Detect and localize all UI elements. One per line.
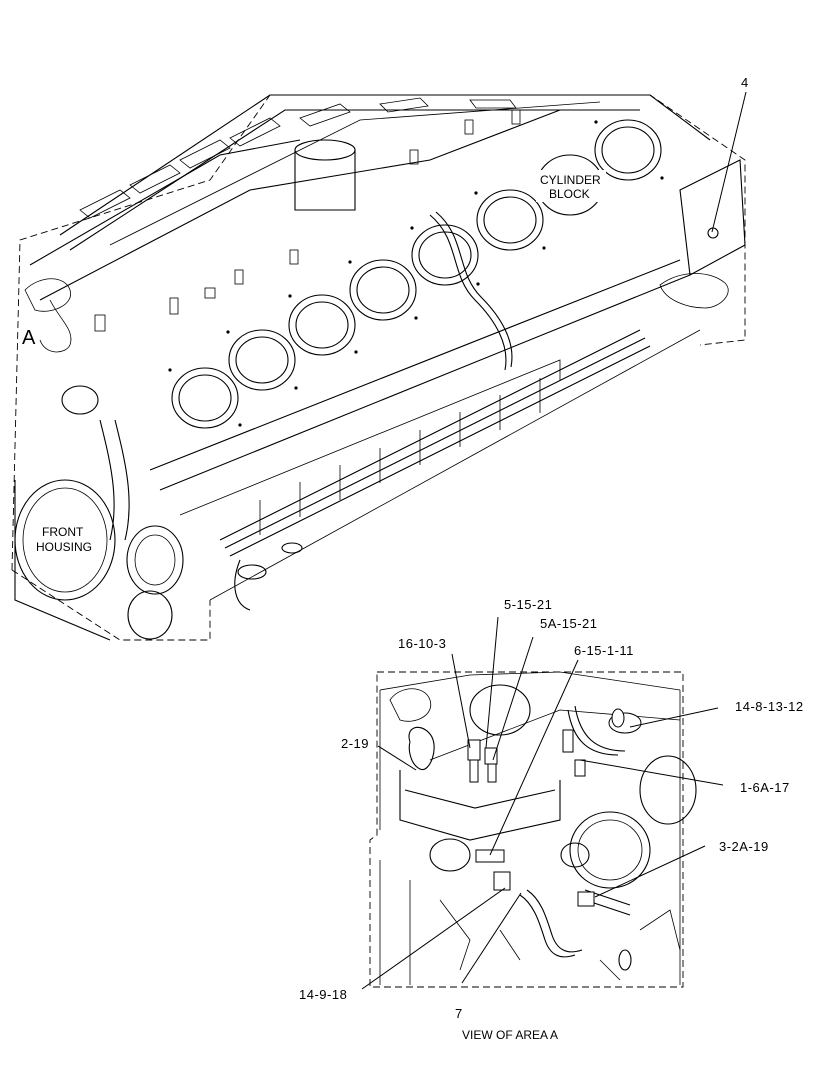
- callout-1-6a-17: 1-6A-17: [740, 780, 790, 795]
- callout-6-15-1-11-leader: [489, 659, 579, 856]
- callout-7: 7: [455, 1006, 463, 1021]
- callout-2-19: 2-19: [341, 736, 369, 751]
- callout-5a-15-21: 5A-15-21: [540, 616, 597, 631]
- callout-1-6a-17-leader: [579, 759, 724, 786]
- callout-4-leader: [711, 91, 747, 233]
- cylinder-block-label-line2: BLOCK: [549, 187, 590, 201]
- callout-16-10-3-leader: [451, 653, 471, 749]
- front-housing-label-line1: FRONT: [42, 525, 84, 539]
- callout-7-leader: [461, 892, 522, 984]
- cylinder-block-label-line1: CYLINDER: [540, 173, 601, 187]
- callout-14-9-18: 14-9-18: [299, 987, 347, 1002]
- callout-5-15-21: 5-15-21: [504, 597, 552, 612]
- callout-14-9-18-leader: [361, 887, 506, 990]
- callout-3-2a-19: 3-2A-19: [719, 839, 769, 854]
- front-housing: [14, 479, 184, 641]
- callout-4: 4: [741, 75, 749, 90]
- engine-main-view: A CYLINDER BLOCK FRONT HOUSING 4: [11, 75, 749, 641]
- front-housing-label-line2: HOUSING: [36, 540, 92, 554]
- area-marker-a: A: [22, 327, 36, 349]
- callout-6-15-1-11: 6-15-1-11: [574, 643, 634, 658]
- callout-5a-15-21-leader: [492, 636, 534, 761]
- callout-14-8-13-12-leader: [629, 707, 719, 728]
- callout-3-2a-19-leader: [594, 845, 706, 898]
- callout-14-8-13-12: 14-8-13-12: [735, 699, 804, 714]
- callout-2-19-leader: [377, 745, 417, 771]
- area-a-detail-view: 5-15-21 5A-15-21 16-10-3 6-15-1-11 14-8-…: [299, 597, 804, 1042]
- callout-5-15-21-leader: [485, 616, 499, 749]
- view-caption: VIEW OF AREA A: [462, 1028, 558, 1042]
- callout-16-10-3: 16-10-3: [398, 636, 446, 651]
